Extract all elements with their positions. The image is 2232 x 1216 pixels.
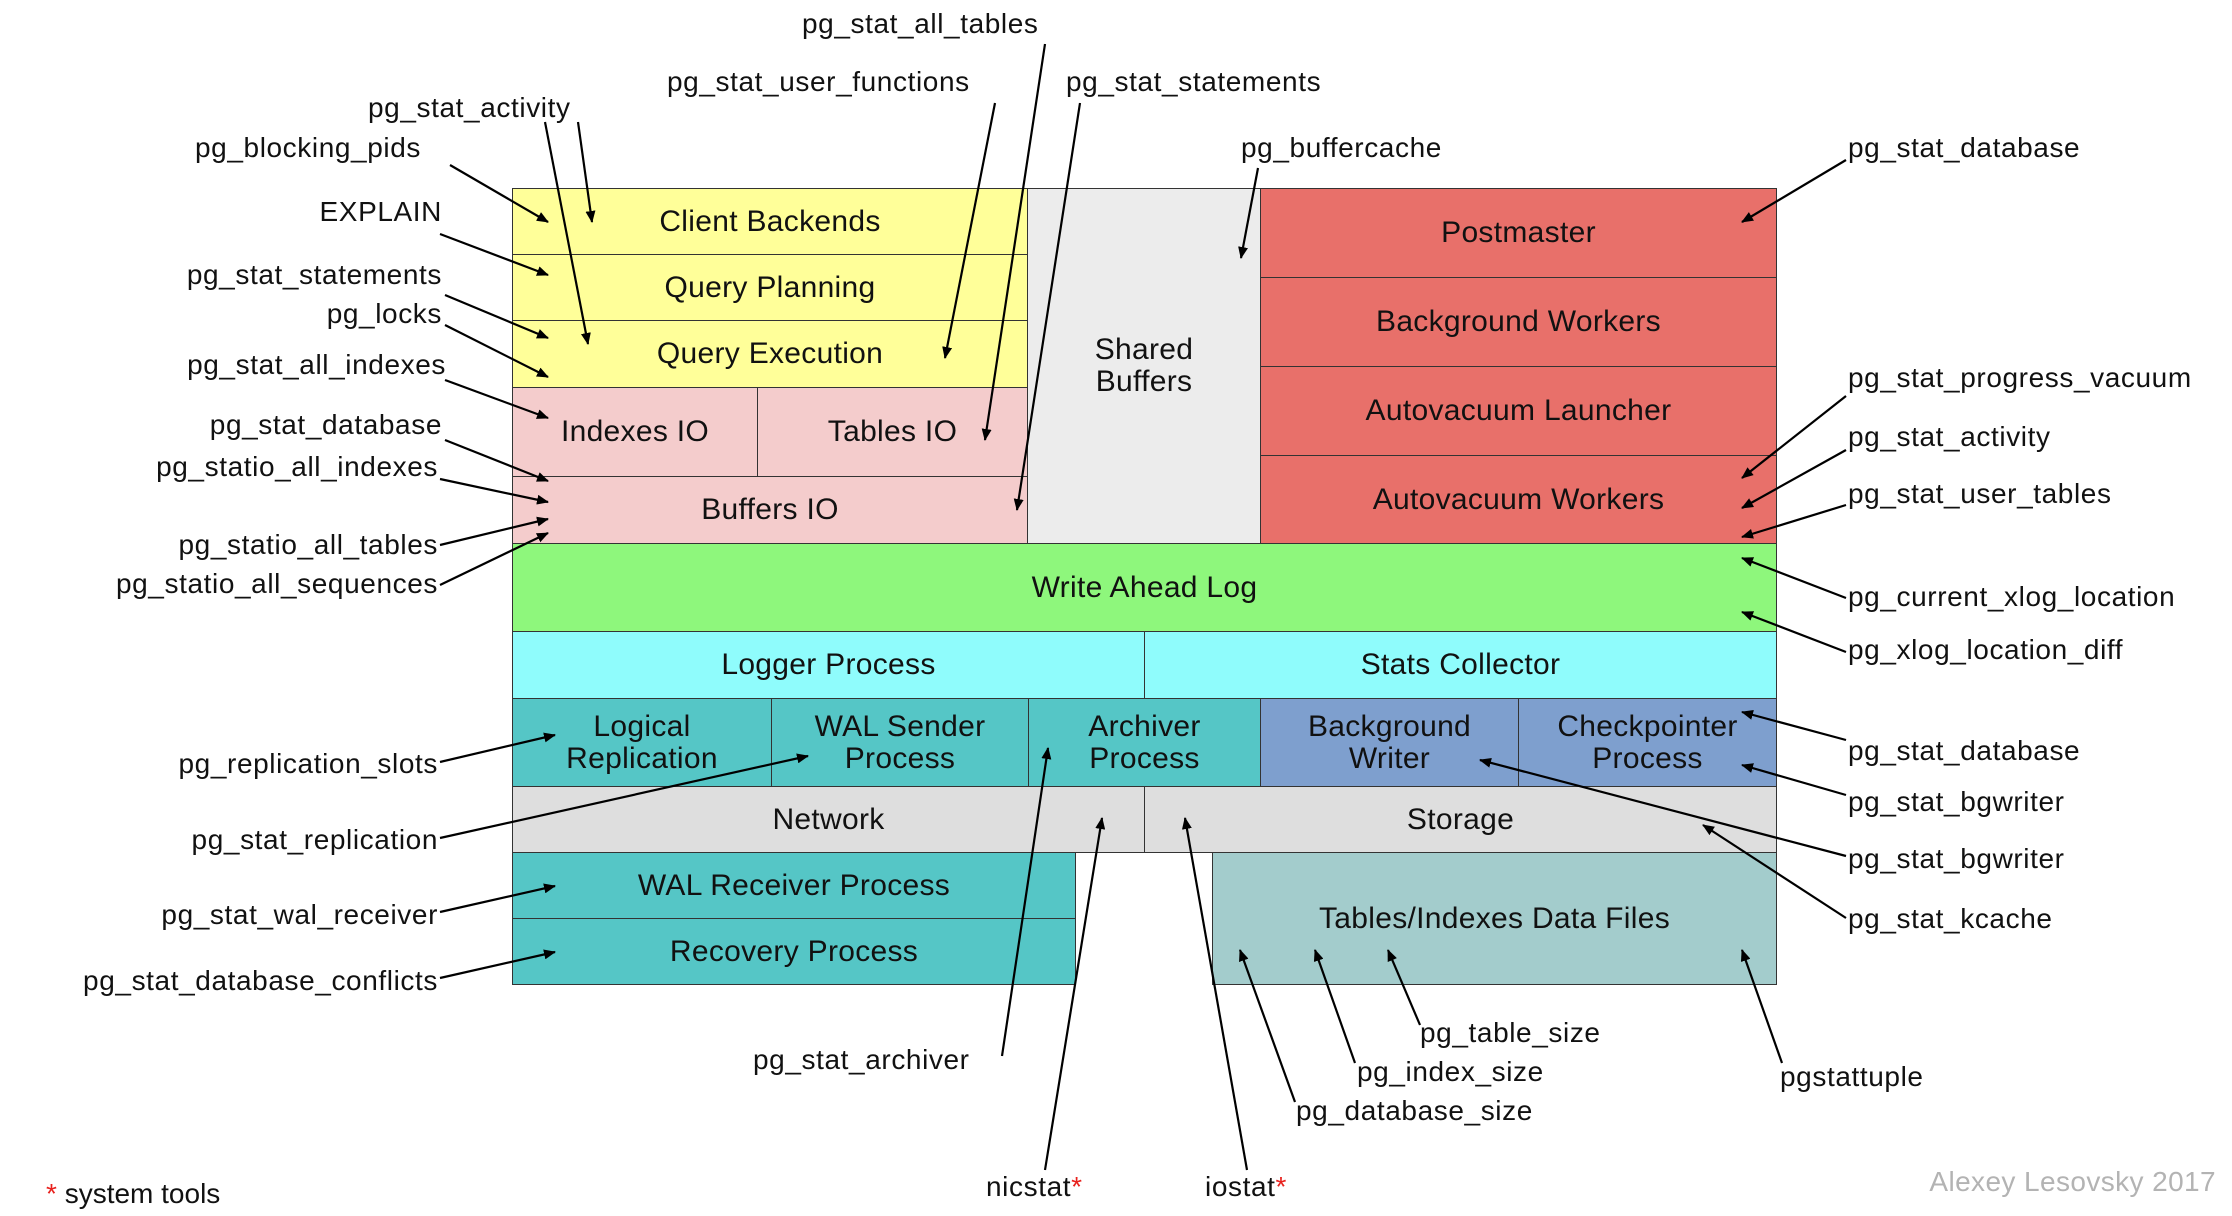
arrow-pg-blocking-pids <box>449 164 549 223</box>
label-nicstat: nicstat* <box>986 1171 1083 1203</box>
arrow-pg-xlog-location-diff <box>1741 610 1847 654</box>
arrow-pg-stat-database-left <box>444 438 549 483</box>
system-tool-marker: * <box>1071 1171 1083 1202</box>
indexes-io-block: Indexes IO <box>512 387 758 477</box>
system-tool-marker: * <box>1275 1171 1288 1202</box>
shared-buffers-block: Shared Buffers <box>1027 188 1261 544</box>
buffers-io-block: Buffers IO <box>512 476 1028 544</box>
label-pg-stat-user-tables: pg_stat_user_tables <box>1848 478 2112 509</box>
arrow-pg-statio-all-sequences <box>439 532 549 586</box>
arrow-pg-stat-user-tables <box>1741 503 1847 539</box>
arrow-pgstattuple <box>1740 949 1784 1064</box>
archiver-process-block: Archiver Process <box>1028 698 1261 787</box>
legend-star: * <box>46 1178 57 1209</box>
arrow-pg-stat-archiver <box>1000 747 1052 1057</box>
label-pg-stat-replication: pg_stat_replication <box>191 824 438 855</box>
arrow-pg-stat-replication <box>439 753 809 840</box>
label-pg-stat-database-conflicts: pg_stat_database_conflicts <box>83 965 438 996</box>
label-pg-current-xlog-location: pg_current_xlog_location <box>1848 581 2176 612</box>
arrow-pg-stat-wal-receiver <box>439 883 556 914</box>
label-pg-stat-progress-vacuum: pg_stat_progress_vacuum <box>1848 362 2192 393</box>
label-pg-stat-user-functions: pg_stat_user_functions <box>667 66 970 97</box>
author-credit: Alexey Lesovsky 2017 <box>1929 1166 2216 1197</box>
label-pg-stat-bgwriter-2: pg_stat_bgwriter <box>1848 843 2065 874</box>
postmaster-block: Postmaster <box>1260 188 1777 278</box>
arrow-pg-stat-database-top <box>1741 159 1847 223</box>
network-block: Network <box>512 786 1145 853</box>
arrow-pg-stat-activity-right <box>1741 449 1847 509</box>
arrow-pg-stat-progress-vacuum <box>1741 395 1847 479</box>
label-pg-statio-all-sequences: pg_statio_all_sequences <box>115 568 438 599</box>
arrow-pg-stat-all-tables <box>981 43 1047 441</box>
label-pg-stat-statements-left: pg_stat_statements <box>186 259 442 290</box>
label-pg-stat-kcache: pg_stat_kcache <box>1848 903 2053 934</box>
label-pg-stat-wal-receiver: pg_stat_wal_receiver <box>161 899 438 930</box>
arrow-pg-stat-statements-top <box>1013 102 1082 511</box>
checkpointer-process-block: Checkpointer Process <box>1518 698 1777 787</box>
arrow-pg-replication-slots <box>439 732 556 764</box>
arrow-pg-index-size <box>1313 949 1357 1064</box>
arrow-pg-stat-bgwriter-1 <box>1741 763 1847 797</box>
label-pg-stat-database-top: pg_stat_database <box>1848 132 2081 163</box>
label-pg-stat-activity-right: pg_stat_activity <box>1848 421 2051 452</box>
label-pg-blocking-pids: pg_blocking_pids <box>195 132 421 163</box>
label-nicstat-text: nicstat <box>986 1171 1072 1202</box>
background-workers-block: Background Workers <box>1260 277 1777 367</box>
label-pg-stat-all-indexes: pg_stat_all_indexes <box>187 349 446 380</box>
tables-io-block: Tables IO <box>757 387 1028 477</box>
label-pgstattuple: pgstattuple <box>1780 1061 1924 1092</box>
arrow-iostat <box>1181 817 1249 1171</box>
arrow-pg-buffercache <box>1238 167 1260 259</box>
client-backends-block: Client Backends <box>512 188 1028 255</box>
storage-block: Storage <box>1144 786 1777 853</box>
label-pg-database-size: pg_database_size <box>1296 1095 1533 1126</box>
arrow-pg-stat-all-indexes <box>444 378 549 420</box>
tables-indexes-data-files-block: Tables/Indexes Data Files <box>1212 852 1777 985</box>
label-pg-buffercache: pg_buffercache <box>1241 132 1442 163</box>
arrow-pg-table-size <box>1386 949 1422 1026</box>
label-pg-statio-all-tables: pg_statio_all_tables <box>178 529 438 560</box>
arrow-pg-stat-database-right <box>1741 710 1847 742</box>
arrow-nicstat <box>1043 817 1106 1171</box>
arrow-pg-statio-all-indexes <box>439 477 549 505</box>
arrow-pg-locks <box>444 324 549 378</box>
label-pg-xlog-location-diff: pg_xlog_location_diff <box>1848 634 2124 665</box>
label-pg-locks: pg_locks <box>326 298 442 329</box>
arrow-pg-stat-bgwriter-2 <box>1479 757 1847 858</box>
query-execution-block: Query Execution <box>512 320 1028 388</box>
label-pg-stat-bgwriter-1: pg_stat_bgwriter <box>1848 786 2065 817</box>
autovacuum-workers-block: Autovacuum Workers <box>1260 455 1777 544</box>
arrow-pg-stat-database-conflicts <box>439 949 556 980</box>
label-pg-stat-statements-top: pg_stat_statements <box>1066 66 1322 97</box>
arrow-pg-current-xlog-location <box>1741 556 1847 600</box>
arrow-pg-stat-user-functions <box>942 102 997 359</box>
label-explain: EXPLAIN <box>319 196 442 227</box>
recovery-process-block: Recovery Process <box>512 918 1076 985</box>
label-pg-stat-database-right: pg_stat_database <box>1848 735 2081 766</box>
stats-collector-block: Stats Collector <box>1144 631 1777 699</box>
label-pg-table-size: pg_table_size <box>1420 1017 1601 1048</box>
arrow-pg-database-size <box>1238 949 1297 1103</box>
label-pg-statio-all-indexes: pg_statio_all_indexes <box>156 451 438 482</box>
label-pg-stat-all-tables: pg_stat_all_tables <box>802 8 1039 39</box>
arrow-pg-statio-all-tables <box>439 516 549 547</box>
label-iostat: iostat* <box>1205 1171 1287 1203</box>
label-pg-index-size: pg_index_size <box>1357 1056 1544 1087</box>
legend: * system tools <box>46 1178 220 1210</box>
label-pg-stat-archiver: pg_stat_archiver <box>753 1044 970 1075</box>
legend-text: system tools <box>64 1178 221 1209</box>
arrow-pg-stat-statements-left <box>444 293 549 340</box>
arrow-pg-stat-activity-top-2 <box>576 121 596 223</box>
arrow-pg-stat-kcache <box>1702 824 1847 919</box>
label-pg-stat-database-left: pg_stat_database <box>209 409 442 440</box>
arrow-explain <box>439 232 549 277</box>
label-pg-stat-activity-top: pg_stat_activity <box>368 92 571 123</box>
label-iostat-text: iostat <box>1205 1171 1276 1202</box>
label-pg-replication-slots: pg_replication_slots <box>178 748 438 779</box>
autovacuum-launcher-block: Autovacuum Launcher <box>1260 366 1777 456</box>
arrow-pg-stat-activity-top-1 <box>543 121 591 345</box>
wal-receiver-process-block: WAL Receiver Process <box>512 852 1076 919</box>
